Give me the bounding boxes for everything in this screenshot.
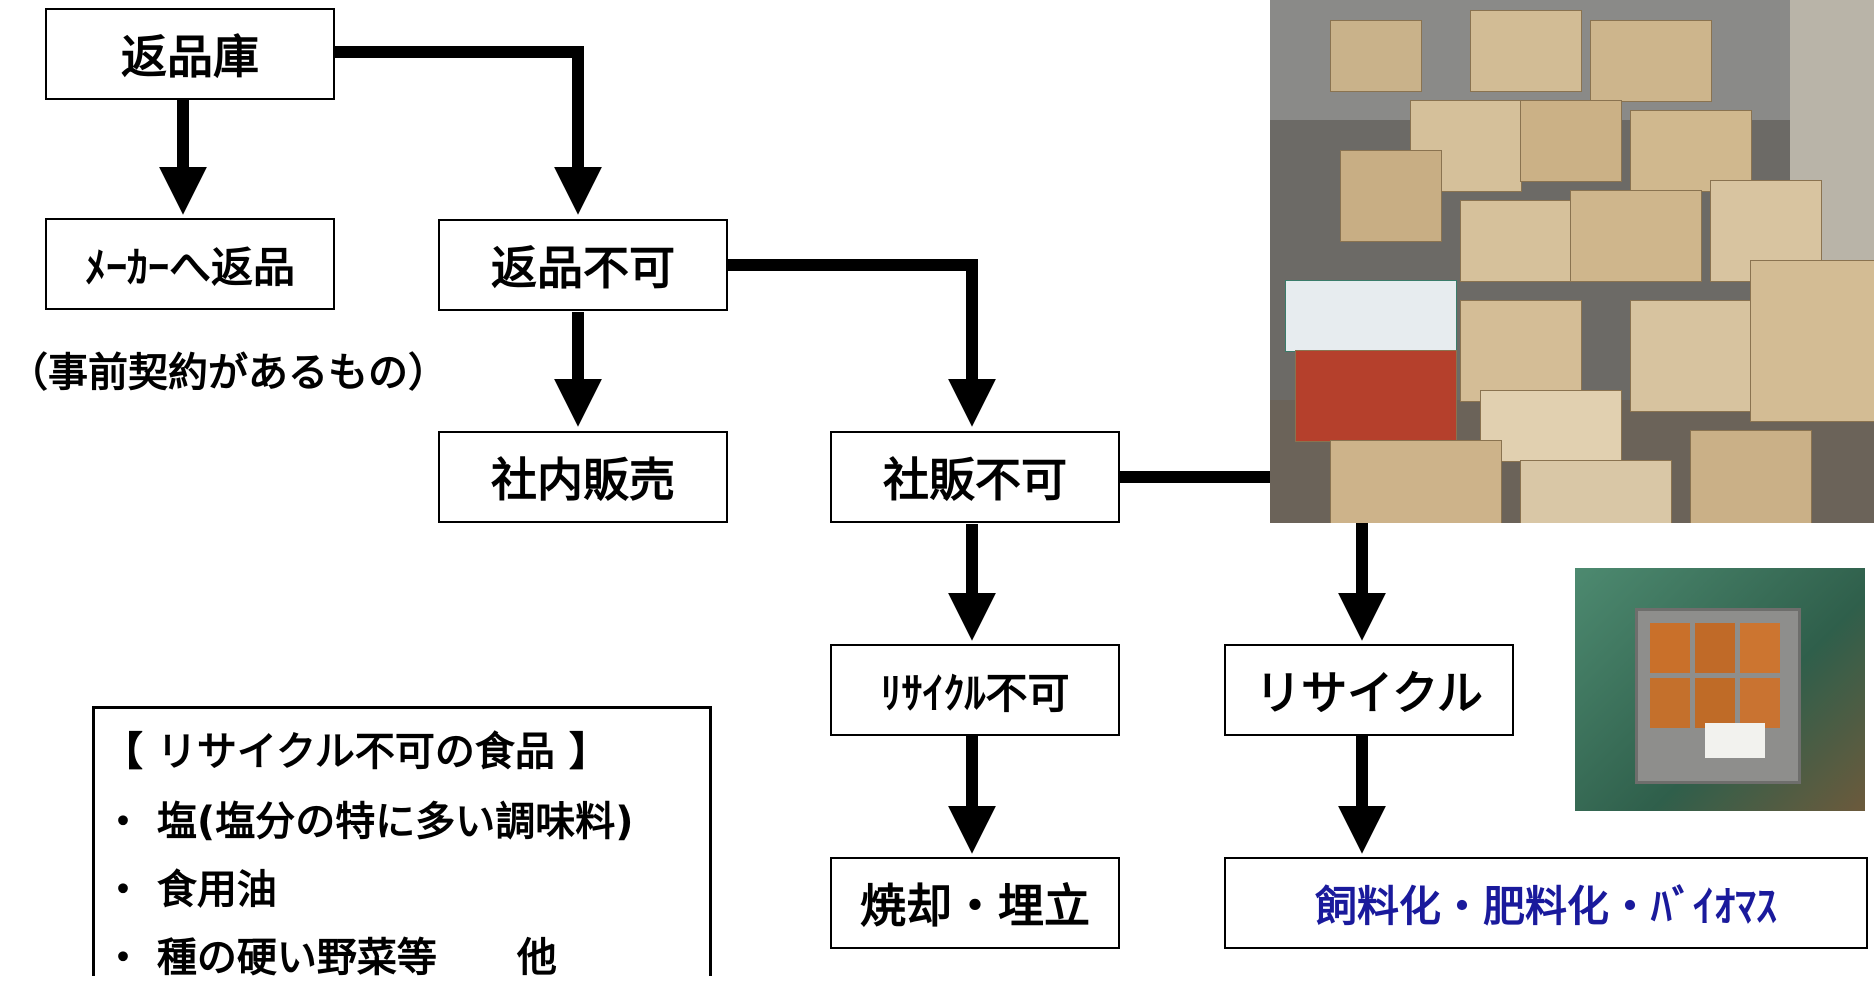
node-internal-sale-not-possible: 社販不可 [830,431,1120,523]
legend-item-hard-seed-vegetables: ・ 種の硬い野菜等 他 [103,935,557,981]
node-recycle: リサイクル [1224,644,1514,736]
legend-item-salt: ・ 塩(塩分の特に多い調味料) [103,799,634,845]
warehouse-photo [1270,0,1874,523]
node-return-to-maker: ﾒｰｶｰへ返品 [45,218,335,310]
node-feed-fertilizer-biomass: 飼料化・肥料化・ﾊﾞｲｵﾏｽ [1224,857,1868,949]
node-recycle-not-possible: ﾘｻｲｸﾙ不可 [830,644,1120,736]
legend-item-oil: ・ 食用油 [103,867,277,913]
return-to-maker-note: （事前契約があるもの） [8,350,448,396]
node-internal-sale: 社内販売 [438,431,728,523]
arrow-to-sale-not-possible [728,259,996,427]
node-return-not-possible: 返品不可 [438,219,728,311]
node-return-warehouse: 返品庫 [45,8,335,100]
crate-photo [1575,568,1865,811]
arrow-to-return-not-possible [333,46,602,215]
legend-title: 【 リサイクル不可の食品 】 [103,729,609,775]
node-incineration-landfill: 焼却・埋立 [830,857,1120,949]
legend-box: 【 リサイクル不可の食品 】 ・ 塩(塩分の特に多い調味料) ・ 食用油 ・ 種… [92,706,712,981]
